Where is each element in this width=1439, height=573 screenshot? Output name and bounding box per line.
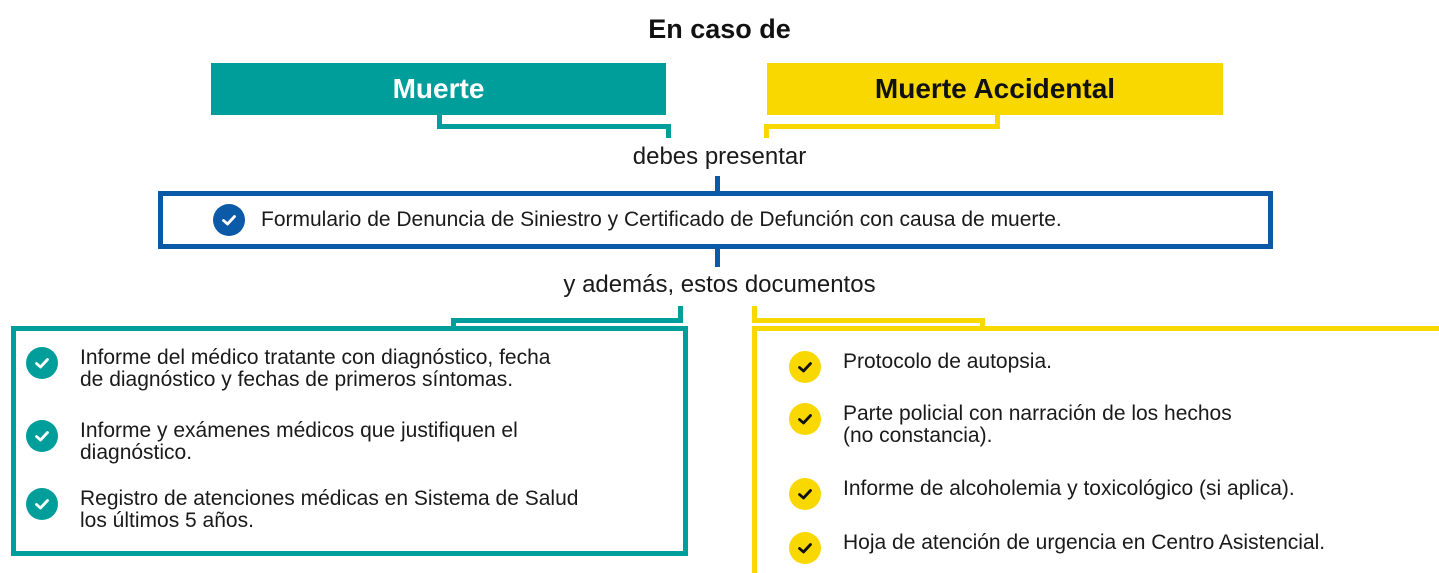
- muerte-header: Muerte: [211, 63, 666, 115]
- check-icon: [213, 204, 245, 236]
- page-title: En caso de: [648, 14, 791, 44]
- document-text: Informe y exámenes médicos que justifiqu…: [80, 419, 518, 442]
- muerte-docs-connector: [678, 306, 683, 323]
- document-text: los últimos 5 años.: [80, 509, 254, 532]
- main-requirement-text: Formulario de Denuncia de Siniestro y Ce…: [261, 208, 1062, 231]
- accidental-documents-box: [752, 326, 1439, 331]
- check-icon: [789, 478, 821, 510]
- accidental-document-item: Parte policial con narración de los hech…: [789, 403, 1232, 447]
- document-text: (no constancia).: [843, 424, 993, 447]
- muerte-connector: [666, 124, 671, 138]
- check-icon: [789, 403, 821, 435]
- document-text: Registro de atenciones médicas en Sistem…: [80, 487, 579, 510]
- accidental-docs-connector: [752, 318, 985, 323]
- check-icon: [26, 347, 58, 379]
- document-text: Protocolo de autopsia.: [843, 350, 1052, 373]
- muerte-documents-box: [11, 326, 688, 556]
- check-icon: [26, 488, 58, 520]
- debes-presentar-label: debes presentar: [632, 143, 807, 170]
- accidental-document-item: Protocolo de autopsia.: [789, 351, 1052, 383]
- main-connector: [715, 249, 720, 267]
- document-text: de diagnóstico y fechas de primeros sínt…: [80, 368, 514, 391]
- muerte-accidental-header: Muerte Accidental: [767, 63, 1223, 115]
- check-icon: [789, 532, 821, 564]
- accidental-document-item: Hoja de atención de urgencia en Centro A…: [789, 532, 1325, 564]
- check-icon: [26, 420, 58, 452]
- muerte-docs-connector: [451, 318, 683, 323]
- accidental-connector: [764, 124, 769, 138]
- accidental-connector: [995, 115, 1000, 129]
- document-text: Informe de alcoholemia y toxicológico (s…: [843, 477, 1295, 500]
- muerte-document-item: Informe y exámenes médicos que justifiqu…: [26, 420, 518, 464]
- accidental-docs-connector: [980, 318, 985, 328]
- main-requirement-box: Formulario de Denuncia de Siniestro y Ce…: [158, 191, 1273, 249]
- document-text: Informe del médico tratante con diagnóst…: [80, 346, 551, 369]
- document-text: Hoja de atención de urgencia en Centro A…: [843, 531, 1326, 554]
- accidental-documents-box: [752, 326, 757, 573]
- accidental-document-item: Informe de alcoholemia y toxicológico (s…: [789, 478, 1295, 510]
- muerte-document-item: Informe del médico tratante con diagnóst…: [26, 347, 550, 391]
- muerte-docs-connector: [451, 318, 456, 328]
- document-text: diagnóstico.: [80, 441, 193, 464]
- ademas-label: y además, estos documentos: [563, 271, 876, 298]
- muerte-connector: [437, 124, 671, 129]
- muerte-connector: [437, 115, 442, 129]
- accidental-connector: [764, 124, 1000, 129]
- check-icon: [789, 351, 821, 383]
- main-connector: [715, 176, 720, 192]
- muerte-document-item: Registro de atenciones médicas en Sistem…: [26, 488, 578, 532]
- document-text: Parte policial con narración de los hech…: [843, 402, 1232, 425]
- accidental-docs-connector: [752, 306, 757, 323]
